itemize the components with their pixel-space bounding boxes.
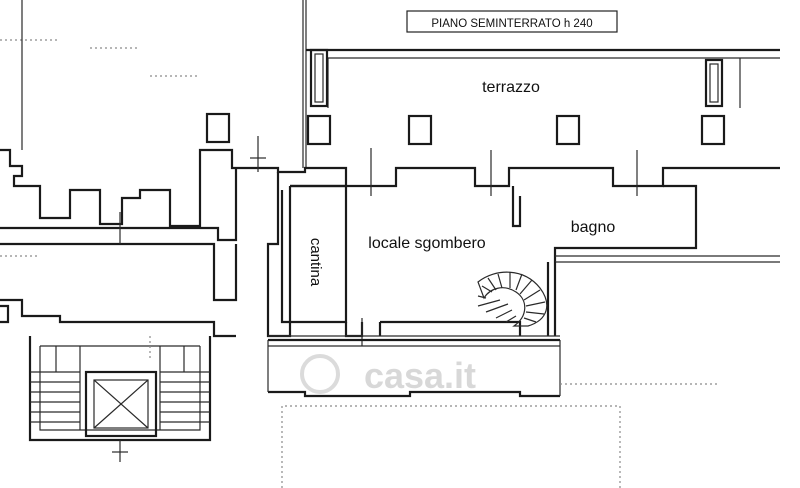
cantina-left-wall: [266, 172, 292, 338]
dotted-courtyard: [281, 405, 621, 488]
stair-treads: [477, 272, 546, 323]
bagno-right-wall: [553, 184, 698, 262]
sgombero-bottom-wall: [380, 320, 522, 336]
top-left-boundaries: [21, 0, 307, 168]
stair-steps-right: [159, 346, 210, 430]
scan-artifacts: [0, 39, 200, 257]
plan-title-box: PIANO SEMINTERRATO h 240: [406, 10, 618, 33]
room-label-locale-sgombero: locale sgombero: [368, 235, 486, 252]
bagno-partition: [511, 186, 522, 228]
left-building: [0, 136, 266, 338]
terrazzo-planter-left: [309, 48, 329, 108]
watermark-text: casa.it: [364, 355, 476, 396]
pillar: [205, 112, 231, 144]
stairwell-outline: [28, 336, 212, 442]
pillar: [700, 114, 726, 146]
watermark-logo: [300, 354, 340, 394]
stairwell-block: [28, 336, 212, 462]
elevator-shaft: [84, 370, 158, 438]
terrazzo-planter-left-inner: [314, 53, 324, 103]
stairwell-inner: [39, 346, 201, 431]
room-label-cantina: cantina: [307, 238, 324, 287]
left-building-stub: [0, 304, 10, 324]
lower-strip-bottom: [268, 390, 560, 398]
plan-title: PIANO SEMINTERRATO h 240: [431, 18, 592, 30]
unit-walls: [236, 148, 780, 346]
pillar: [407, 114, 433, 146]
terrazzo-planter-right-inner: [709, 63, 719, 103]
pillar: [306, 114, 332, 146]
left-building-bottom: [0, 298, 236, 338]
title-frame: [406, 10, 618, 33]
terrazzo-area: terrazzo: [205, 48, 780, 146]
pillar: [555, 114, 581, 146]
stair-steps-left: [30, 346, 81, 430]
top-wall: [236, 166, 780, 188]
sgombero-door-jamb: [344, 322, 364, 338]
left-building-middle: [0, 168, 238, 242]
room-label-bagno: bagno: [571, 219, 616, 236]
courtyard-outline: [281, 405, 621, 488]
spiral-staircase: [477, 271, 548, 327]
room-label-terrazzo: terrazzo: [482, 79, 540, 96]
elevator-cross: [93, 379, 149, 429]
lower-wall-strip: [267, 338, 720, 398]
left-building-top: [0, 148, 236, 228]
terrazzo-planter-right: [704, 58, 724, 108]
watermark: casa.it: [300, 354, 476, 396]
left-building-lower: [0, 242, 238, 302]
elevator-cab: [93, 379, 149, 429]
